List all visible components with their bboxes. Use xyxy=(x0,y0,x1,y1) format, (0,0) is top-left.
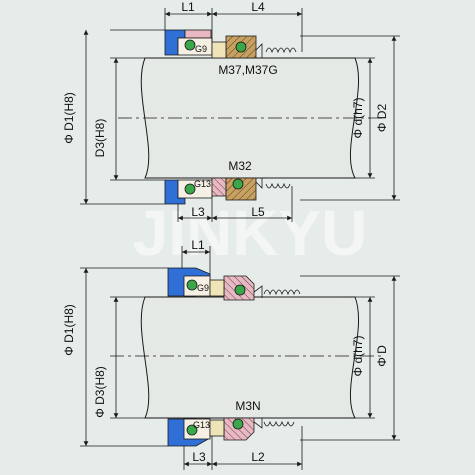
lower-label-l2: L2 xyxy=(251,450,265,464)
upper-drive-top xyxy=(255,43,263,58)
lower-label-d: Φ d(h7) xyxy=(351,336,365,377)
lower-label-dd: Φ D xyxy=(375,345,389,367)
upper-label-l5: L5 xyxy=(251,205,265,219)
lower-drive-bottom xyxy=(253,418,263,429)
lower-label-l1: L1 xyxy=(191,238,205,252)
lower-oring-top-right xyxy=(234,284,246,296)
lower-drawing: L1 Φ D1(H8) Φ D3(H8) Φ d(h7) Φ D G9 M3N … xyxy=(62,238,400,470)
upper-label-d: Φ d(h7) xyxy=(351,98,365,139)
upper-label-d3: D3(H8) xyxy=(93,119,107,158)
lower-oring-top-left xyxy=(186,279,198,291)
lower-label-g9: G9 xyxy=(197,283,209,293)
upper-oring-top-right xyxy=(235,41,247,53)
watermark: JINKYU xyxy=(133,197,368,269)
upper-label-g13: G13 xyxy=(194,179,211,189)
lower-label-model: M3N xyxy=(235,399,260,413)
lower-drive-top xyxy=(253,285,263,298)
lower-label-d3: Φ D3(H8) xyxy=(93,366,107,418)
lower-label-l3: L3 xyxy=(192,450,206,464)
lower-oring-bottom-right xyxy=(232,418,244,430)
lower-label-d1: Φ D1(H8) xyxy=(62,304,76,356)
upper-label-g9: G9 xyxy=(195,44,207,54)
upper-oring-top-left xyxy=(184,39,196,51)
lower-label-g13: G13 xyxy=(193,420,210,430)
lower-oring-bottom-left xyxy=(186,424,198,436)
lower-insert-top xyxy=(209,279,225,297)
upper-label-model-lower: M32 xyxy=(228,159,252,173)
upper-label-model: M37,M37G xyxy=(218,63,277,77)
upper-seat-face-top xyxy=(184,29,212,39)
lower-spring-top xyxy=(263,289,301,296)
upper-oring-bottom-right xyxy=(232,178,244,190)
upper-drive-bottom xyxy=(255,178,263,189)
upper-spring-bottom xyxy=(265,182,291,189)
upper-label-d1: Φ D1(H8) xyxy=(62,92,76,144)
upper-label-l4: L4 xyxy=(251,0,265,14)
upper-face-hatch-bottom xyxy=(212,178,226,196)
upper-label-l3: L3 xyxy=(191,205,205,219)
upper-oring-bottom-left xyxy=(184,183,196,195)
upper-drawing: L1 L4 Φ D1(H8) D3(H8) Φ d(h7) Φ D2 G9 M3… xyxy=(62,0,400,222)
upper-spring-top xyxy=(265,47,297,54)
upper-insert-top xyxy=(211,41,227,59)
lower-spring-bottom xyxy=(263,420,295,427)
upper-label-d2: Φ D2 xyxy=(375,104,389,133)
lower-insert-bottom xyxy=(209,419,225,437)
upper-label-l1: L1 xyxy=(181,0,195,14)
